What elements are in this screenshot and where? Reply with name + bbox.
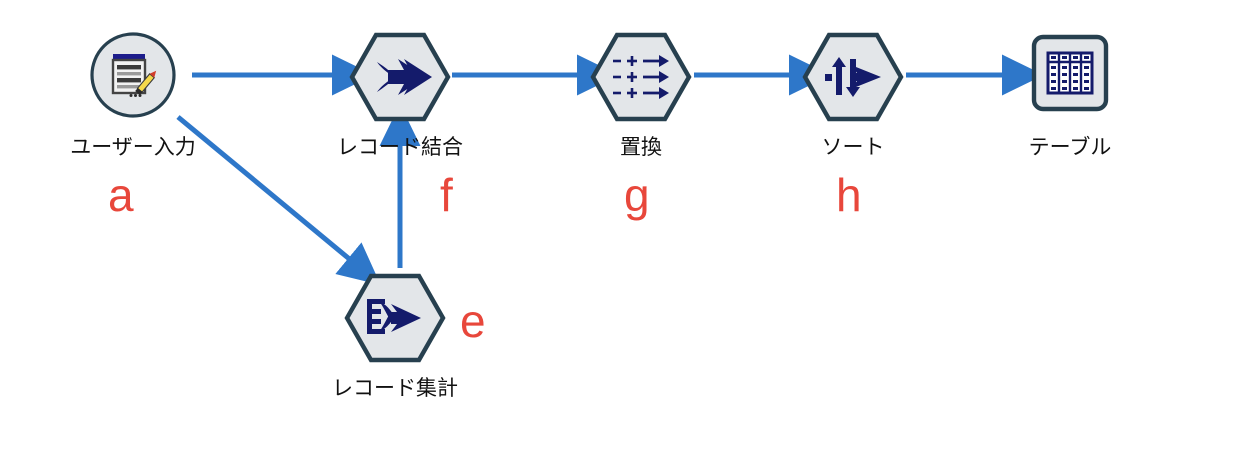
node-label-user-input: ユーザー入力 [70, 135, 196, 159]
sort-updown-arrow-icon [825, 57, 881, 97]
node-label-record-summarize: レコード集計 [332, 376, 458, 400]
annotation-e: e [460, 295, 486, 347]
summarize-converge-icon [367, 299, 421, 334]
annotation-g: g [624, 169, 650, 221]
sort-shape[interactable] [801, 31, 905, 128]
node-label-record-join: レコード結合 [337, 135, 463, 159]
table-grid-icon [1046, 51, 1094, 95]
annotation-h: h [836, 169, 862, 221]
annotation-a: a [108, 169, 134, 221]
record-join-shape[interactable] [348, 31, 452, 128]
annotation-f: f [440, 169, 453, 221]
form-document-pencil-icon [111, 54, 157, 97]
record-summarize-shape[interactable] [343, 272, 447, 369]
table-shape[interactable] [1025, 32, 1115, 127]
hexagon-body [590, 32, 692, 122]
node-label-table: テーブル [1028, 135, 1112, 159]
replace-rows-icon [613, 55, 669, 99]
node-label-sort: ソート [821, 135, 885, 159]
replace-shape[interactable] [589, 31, 693, 128]
user-input-shape[interactable] [88, 30, 178, 125]
join-arrows-icon [377, 59, 432, 95]
connector-user-input-to-record-summarize[interactable] [176, 115, 381, 285]
node-label-replace: 置換 [620, 135, 662, 159]
